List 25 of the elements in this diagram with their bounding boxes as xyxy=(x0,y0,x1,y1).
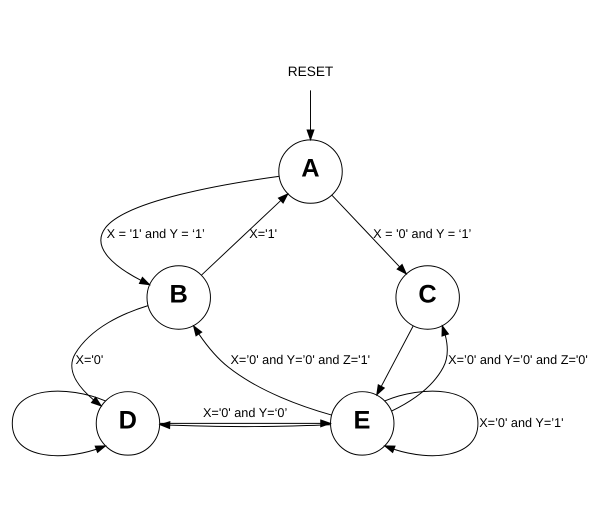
arrow xyxy=(12,390,107,456)
node-circle: E xyxy=(330,390,394,456)
edge-label: X=’0' and Y=’1' xyxy=(479,415,564,430)
edge-label: X = '0' and Y = ‘1’ xyxy=(373,226,472,240)
arrow xyxy=(192,324,332,416)
edge-label: X=’0' and Y=’0' and Z='0' xyxy=(448,352,588,366)
arrow xyxy=(332,194,408,274)
arrow xyxy=(376,324,414,396)
node-text: RESET xyxy=(288,64,334,79)
edge-label: X='0' and Y=‘0’ xyxy=(202,405,288,420)
arrow xyxy=(71,304,149,406)
edge-label: X=’0' and Y=’0' and Z='1' xyxy=(230,352,370,366)
edge-label: X = '1' and Y = ‘1’ xyxy=(106,226,205,240)
node-circle: D xyxy=(96,390,160,456)
arrow xyxy=(159,418,332,428)
arrow xyxy=(383,390,478,456)
node-circle: B xyxy=(146,264,211,330)
edge-label: X='0' xyxy=(76,352,104,366)
arrow xyxy=(306,89,315,141)
arrow xyxy=(391,324,450,411)
node-circle: C xyxy=(395,264,460,330)
edge-label: X='1' xyxy=(249,226,278,240)
arrow xyxy=(158,420,331,429)
arrow xyxy=(100,175,280,285)
arrow xyxy=(201,192,289,276)
